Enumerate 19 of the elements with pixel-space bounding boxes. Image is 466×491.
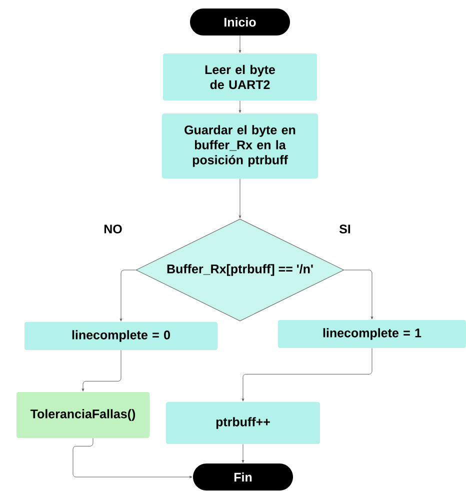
process-box: Leer el byte de UART2 — [163, 54, 317, 100]
process-box: linecomplete = 1 — [278, 320, 466, 348]
terminal-box: Fin — [193, 464, 293, 490]
arrow — [120, 270, 136, 322]
process-box: ptrbuff++ — [166, 402, 320, 444]
arrow — [344, 270, 374, 320]
arrow — [238, 100, 242, 113]
arrow — [242, 348, 372, 402]
arrow — [242, 444, 244, 463]
branch-label: SI — [339, 224, 350, 234]
arrow — [238, 35, 242, 53]
arrow — [82, 350, 122, 392]
process-box: Guardar el byte en buffer_Rx en la posición ptrbuff — [162, 114, 318, 178]
terminal-box: Inicio — [190, 8, 290, 36]
arrow — [72, 438, 192, 478]
process-box: linecomplete = 0 — [24, 322, 218, 350]
process-box: ToleranciaFallas() — [16, 392, 150, 438]
branch-label: NO — [104, 224, 122, 234]
arrow — [238, 178, 242, 218]
